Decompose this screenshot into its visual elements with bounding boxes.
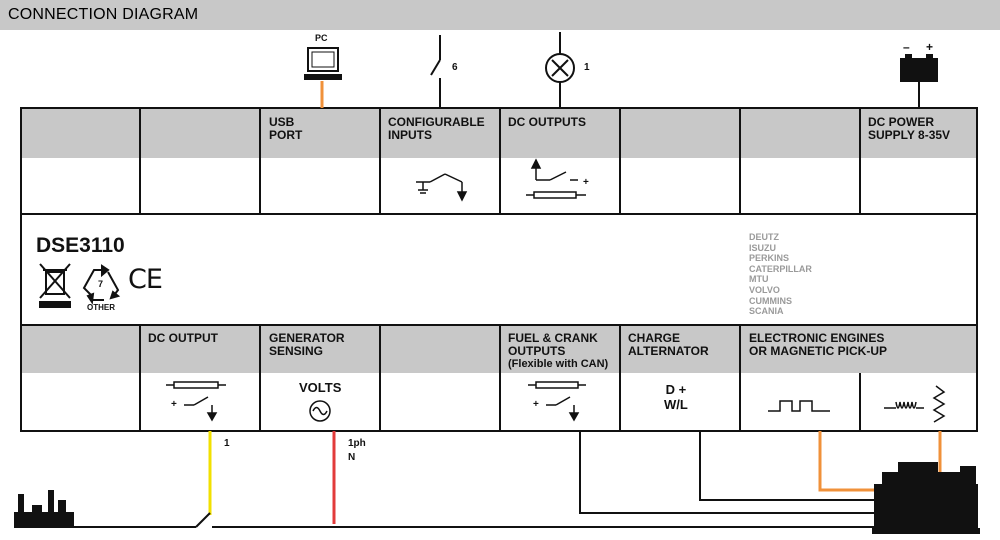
fuel-crank-plus: + [533,399,539,410]
engine-brand: ISUZU [749,242,776,253]
volts-label: VOLTS [299,380,342,395]
page-title: CONNECTION DIAGRAM [8,6,199,23]
fuel-crank-wire [579,431,884,514]
dc-output-count: 1 [224,438,230,449]
phase-label: 1ph [348,438,366,449]
battery-minus-label: – [903,40,910,54]
engine-brand: MTU [749,274,769,285]
config-inputs-count: 6 [452,62,458,73]
fuel-crank-symbol-icon [528,381,586,422]
engine-brand: DEUTZ [749,232,779,242]
module-frame [20,107,978,432]
battery-plus-label: + [926,40,934,54]
engine-brand: PERKINS [749,253,790,264]
recycle-number: 7 [98,279,104,289]
weee-icon [39,263,71,308]
d-plus-label: D + [665,382,687,397]
pc-icon [304,47,342,80]
lamp-icon [545,32,575,108]
mains-bus-line [14,512,880,528]
ce-mark: CE [128,264,163,295]
engine-brand: SCANIA [749,306,784,317]
fuel-crank-outputs-label: FUEL & CRANK OUTPUTS [508,331,598,358]
neutral-label: N [348,452,356,463]
dc-outputs-plus: + [583,177,589,188]
title-bar: CONNECTION DIAGRAM [0,0,1000,30]
engine-brand-list: DEUTZ ISUZU PERKINS CATERPILLAR MTU VOLV… [749,232,812,317]
dc-outputs-label: DC OUTPUTS [508,115,586,129]
sine-icon [309,400,331,422]
factory-icon [14,490,74,527]
dc-outputs-count: 1 [584,62,590,73]
recycle-icon [82,264,121,305]
generator-icon [872,462,980,534]
dc-output-label: DC OUTPUT [148,331,218,345]
engine-brand: CUMMINS [749,295,792,306]
dc-output-plus: + [171,399,177,410]
pickup-icon [884,385,946,423]
pc-label: PC [315,33,328,43]
wl-label: W/L [664,397,688,412]
battery-icon [900,54,938,108]
configurable-inputs-label: CONFIGURABLE INPUTS [388,115,485,142]
fuel-crank-sub-label: (Flexible with CAN) [508,358,609,370]
usb-port-label: USB PORT [269,115,303,142]
generator-sensing-label: GENERATOR SENSING [269,331,345,358]
charge-alternator-wire [699,431,880,501]
pulse-icon [768,400,830,412]
model-name: DSE3110 [36,234,125,257]
dc-output-symbol-icon [166,381,226,422]
charge-alternator-label: CHARGE ALTERNATOR [628,331,709,358]
dc-outputs-symbol-icon [526,158,586,199]
charge-alternator-terminals: D + W/L [664,382,688,412]
pickup-wire-1 [818,431,880,492]
electronic-engines-label: ELECTRONIC ENGINES OR MAGNETIC PICK-UP [749,331,887,358]
engine-brand: CATERPILLAR [749,263,812,274]
recycle-label: OTHER [87,303,115,312]
dc-power-supply-label: DC POWER SUPPLY 8-35V [868,115,951,142]
config-input-symbol-icon [416,173,468,202]
engine-brand: VOLVO [749,284,780,295]
switch-icon [430,35,441,108]
